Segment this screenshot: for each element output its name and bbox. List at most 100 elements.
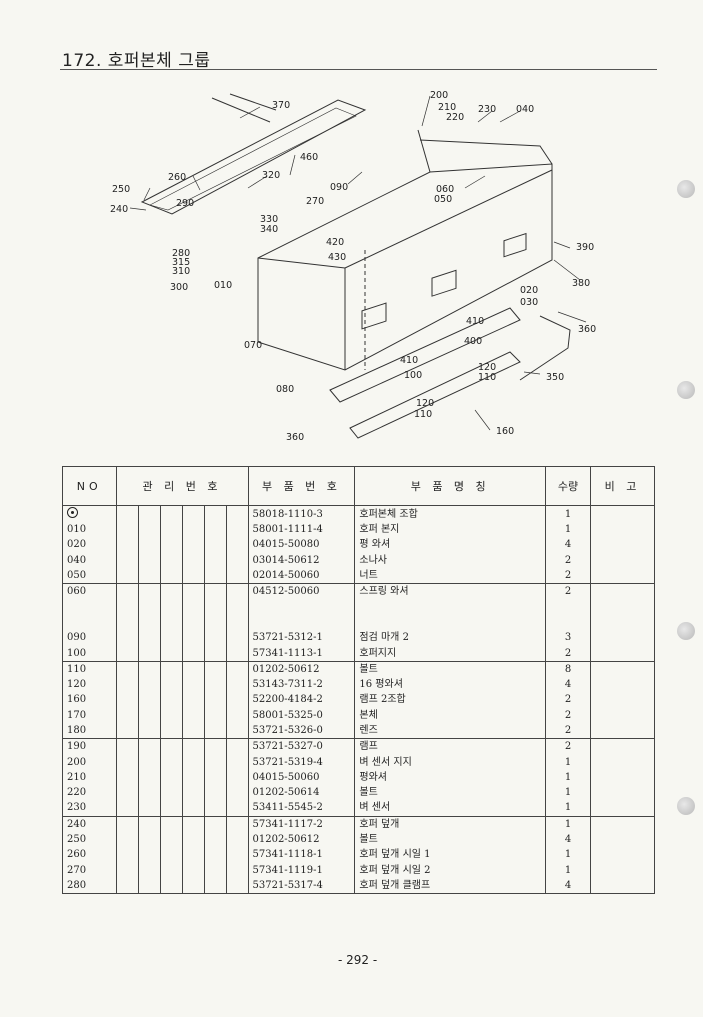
cell-remarks (590, 722, 655, 740)
cell-mgmt-no (225, 738, 249, 755)
cell-part-no: 53721-5317-4 (247, 877, 356, 895)
cell-mgmt-no (225, 614, 249, 631)
cell-part-name: 호퍼 덮개 시일 1 (354, 847, 546, 863)
cell-part-name (354, 614, 546, 631)
cell-part-no: 57341-1117-2 (247, 815, 356, 832)
callout-label: 040 (516, 104, 534, 115)
cell-mgmt-no (203, 692, 227, 708)
cell-mgmt-no (115, 847, 139, 863)
callout-label: 250 (112, 184, 130, 195)
cell-qty: 1 (544, 769, 592, 786)
cell-part-name: 점검 마개 2 (354, 630, 546, 646)
cell-mgmt-no (159, 660, 183, 677)
cell-part-name: 호퍼 덮개 시일 2 (354, 862, 546, 878)
cell-mgmt-no (225, 552, 249, 568)
cell-mgmt-no (159, 800, 183, 817)
page-number: - 292 - (338, 953, 378, 967)
cell-mgmt-no (203, 676, 227, 693)
cell-qty: 1 (544, 785, 592, 801)
callout-label: 340 (260, 224, 278, 235)
cell-mgmt-no (203, 754, 227, 770)
cell-part-no (247, 599, 356, 615)
header-no: NO (62, 466, 117, 506)
cell-mgmt-no (137, 567, 161, 585)
cell-no: 010 (62, 522, 117, 538)
cell-mgmt-no (203, 552, 227, 568)
cell-mgmt-no (115, 614, 139, 631)
callout-label: 420 (326, 237, 344, 248)
cell-mgmt-no (225, 660, 249, 677)
cell-qty: 1 (544, 815, 592, 832)
cell-no: 220 (62, 785, 117, 801)
cell-mgmt-no (225, 815, 249, 832)
cell-remarks (590, 567, 655, 585)
cell-mgmt-no (181, 505, 205, 522)
cell-mgmt-no (181, 630, 205, 646)
cell-part-name (354, 599, 546, 615)
cell-qty: 1 (544, 862, 592, 878)
cell-remarks (590, 522, 655, 538)
cell-mgmt-no (115, 831, 139, 848)
cell-no: 200 (62, 754, 117, 770)
callout-label: 290 (176, 198, 194, 209)
cell-mgmt-no (115, 645, 139, 662)
cell-mgmt-no (159, 754, 183, 770)
cell-part-name: 소나사 (354, 552, 546, 568)
callout-label: 220 (446, 112, 464, 123)
callout-label: 230 (478, 104, 496, 115)
cell-mgmt-no (203, 862, 227, 878)
cell-mgmt-no (159, 722, 183, 740)
cell-mgmt-no (181, 583, 205, 600)
cell-mgmt-no (181, 522, 205, 538)
cell-mgmt-no (159, 862, 183, 878)
cell-part-name: 호퍼본체 조합 (354, 505, 546, 522)
cell-qty: 8 (544, 660, 592, 677)
cell-mgmt-no (137, 583, 161, 600)
callout-label: 280 (172, 248, 190, 259)
cell-mgmt-no (137, 537, 161, 553)
cell-mgmt-no (203, 505, 227, 522)
callout-label: 410 (400, 355, 418, 366)
cell-part-name: 호퍼 본지 (354, 522, 546, 538)
hopper-lid-shape (140, 99, 367, 215)
cell-mgmt-no (115, 537, 139, 553)
callout-label: 350 (546, 372, 564, 383)
cell-remarks (590, 815, 655, 832)
cell-part-name: 벼 센서 (354, 800, 546, 817)
cell-mgmt-no (225, 800, 249, 817)
cell-no: 040 (62, 552, 117, 568)
cell-mgmt-no (159, 815, 183, 832)
cell-mgmt-no (159, 537, 183, 553)
cell-remarks (590, 754, 655, 770)
callout-label: 120 (416, 398, 434, 409)
cell-mgmt-no (137, 599, 161, 615)
cell-mgmt-no (203, 800, 227, 817)
cell-mgmt-no (225, 769, 249, 786)
cell-mgmt-no (181, 831, 205, 848)
cell-mgmt-no (115, 862, 139, 878)
cell-mgmt-no (159, 676, 183, 693)
cell-mgmt-no (115, 552, 139, 568)
binder-hole-icon (677, 797, 695, 815)
cell-qty: 2 (544, 552, 592, 568)
cell-qty: 2 (544, 567, 592, 585)
cell-mgmt-no (181, 692, 205, 708)
cell-part-no: 53411-5545-2 (247, 800, 356, 817)
cell-no: 180 (62, 722, 117, 740)
cell-mgmt-no (181, 537, 205, 553)
cell-mgmt-no (203, 630, 227, 646)
cell-qty: 2 (544, 645, 592, 662)
cell-mgmt-no (203, 660, 227, 677)
cell-mgmt-no (181, 785, 205, 801)
cell-mgmt-no (137, 505, 161, 522)
cell-mgmt-no (181, 862, 205, 878)
cell-part-no: 02014-50060 (247, 567, 356, 585)
cell-remarks (590, 785, 655, 801)
